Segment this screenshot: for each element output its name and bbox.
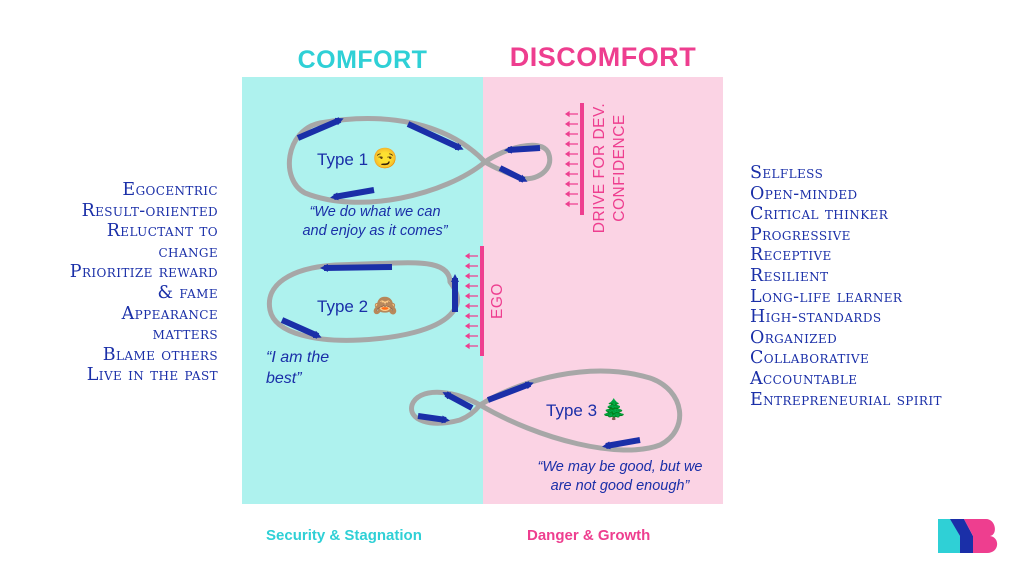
- evergreen-tree-icon: 🌲: [601, 399, 627, 421]
- trait-item: Appearance: [121, 303, 218, 324]
- see-no-evil-monkey-icon: 🙈: [372, 295, 398, 317]
- trait-item: Result-oriented: [81, 200, 218, 221]
- smirk-face-icon: 😏: [372, 148, 398, 170]
- type2-arrow: [320, 263, 393, 272]
- ego-barrier-bar: [480, 246, 484, 356]
- type1-arrow: [498, 165, 528, 183]
- drive-barrier-arrows: [564, 110, 578, 208]
- type3-loop: [409, 368, 683, 453]
- drive-barrier-label-line: DRIVE FOR DEV.: [591, 102, 608, 234]
- type1-quote-line: “We do what we can: [309, 204, 441, 220]
- type3-arrow: [486, 381, 534, 403]
- comfort-footer: Security & Stagnation: [266, 527, 422, 544]
- trait-item: Accountable: [750, 368, 858, 389]
- trait-item: Long-life learner: [750, 286, 903, 307]
- type3-arrow: [602, 437, 641, 450]
- type2-quote-line: “I am the: [266, 349, 330, 366]
- type2-arrow: [280, 317, 322, 339]
- ego-barrier-arrows: [464, 252, 478, 350]
- type2-label: Type 2 🙈: [317, 293, 398, 318]
- type3-quote: “We may be good, but we are not good eno…: [500, 458, 740, 496]
- type2-quote: “I am the best”: [266, 347, 329, 389]
- drive-barrier-label-line: CONFIDENCE: [611, 114, 628, 222]
- type1-quote-line: and enjoy as it comes”: [302, 223, 448, 239]
- type2-loop: [266, 260, 460, 343]
- type3-arrow: [417, 413, 450, 424]
- drive-barrier-label: DRIVE FOR DEV. CONFIDENCE: [590, 98, 630, 238]
- trait-item: Progressive: [750, 224, 851, 245]
- trait-item: Resilient: [750, 265, 829, 286]
- type1-loop: [287, 116, 553, 205]
- trait-item: Selfless: [750, 163, 824, 183]
- discomfort-footer: Danger & Growth: [527, 527, 651, 544]
- trait-item: Collaborative: [750, 348, 870, 369]
- type2-label-text: Type 2: [317, 297, 369, 316]
- trait-item: Open-minded: [750, 183, 858, 204]
- mb-logo: [938, 519, 998, 553]
- trait-item: High-standards: [750, 307, 882, 328]
- type3-label-text: Type 3: [546, 401, 598, 420]
- trait-item: Reluctant to: [106, 221, 218, 242]
- type1-label: Type 1 😏: [317, 146, 398, 171]
- trait-item: Prioritize reward: [69, 262, 218, 283]
- type3-quote-line: “We may be good, but we: [537, 459, 703, 475]
- trait-item: Egocentric: [122, 180, 218, 200]
- type1-arrow: [296, 117, 344, 141]
- type1-label-text: Type 1: [317, 150, 369, 169]
- discomfort-heading: DISCOMFORT: [509, 42, 697, 72]
- trait-item: & fame: [157, 282, 218, 303]
- type1-arrow: [330, 187, 375, 201]
- drive-barrier-bar: [580, 103, 584, 215]
- type1-quote: “We do what we can and enjoy as it comes…: [270, 203, 480, 241]
- trait-item: Receptive: [750, 245, 832, 266]
- trait-item: Organized: [750, 327, 838, 348]
- trait-item: Live in the past: [86, 365, 218, 386]
- trait-item: Entrepreneurial spirit: [750, 389, 942, 410]
- type1-arrow: [406, 121, 464, 151]
- type3-quote-line: are not good enough”: [550, 478, 690, 494]
- type3-label: Type 3 🌲: [546, 397, 627, 422]
- trait-item: Blame others: [102, 344, 218, 365]
- type3-arrow: [442, 391, 474, 411]
- type2-quote-line: best”: [266, 370, 302, 387]
- trait-item: change: [158, 241, 218, 262]
- ego-barrier-label: EGO: [489, 283, 506, 319]
- comfort-zone: [242, 77, 483, 504]
- type1-arrow: [504, 145, 541, 154]
- trait-item: Critical thinker: [750, 204, 889, 225]
- trait-item: matters: [152, 324, 218, 345]
- comfort-heading: COMFORT: [297, 46, 428, 74]
